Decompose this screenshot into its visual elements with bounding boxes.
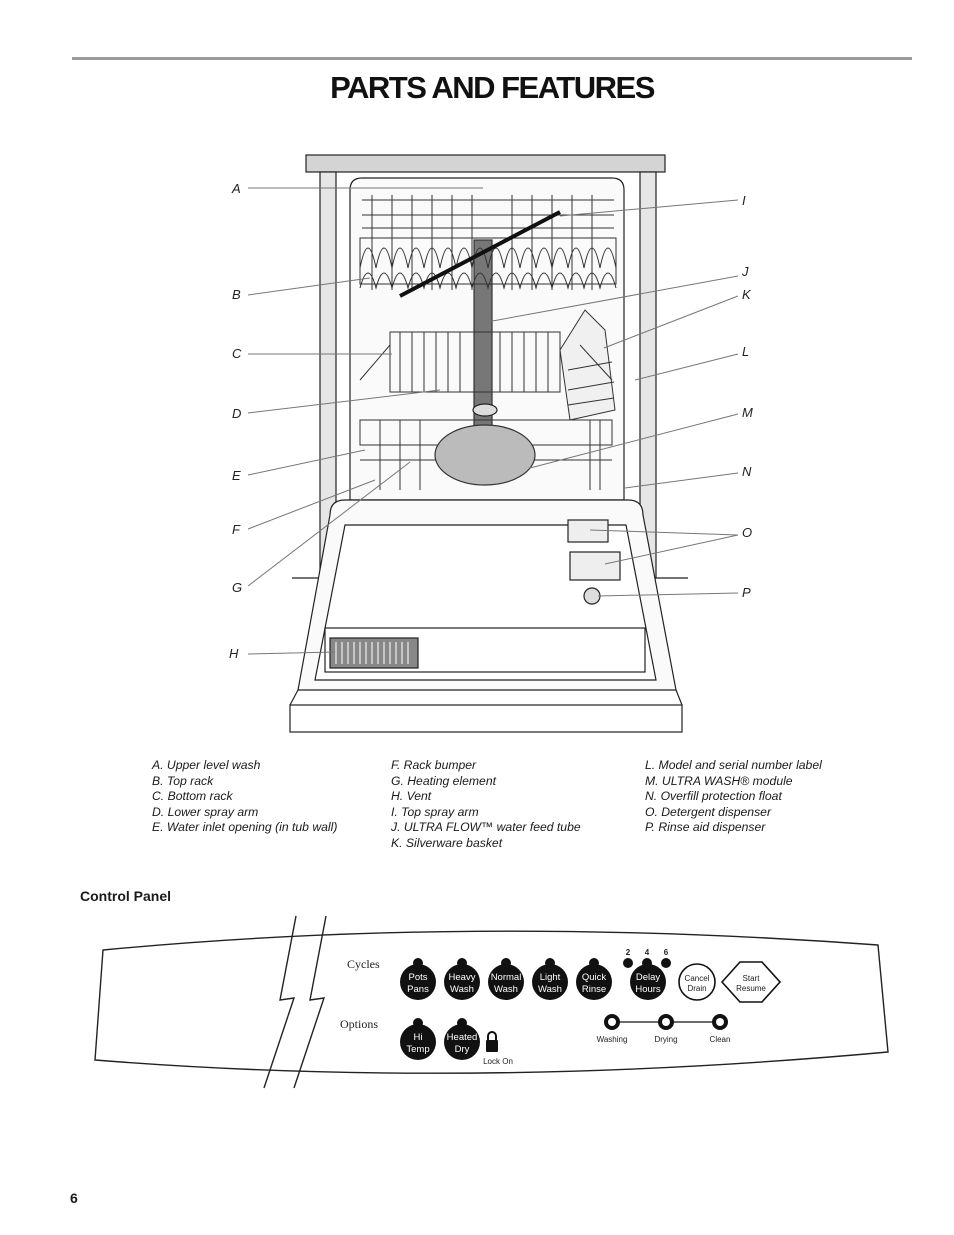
callout-l: L bbox=[742, 344, 749, 359]
callout-c: C bbox=[232, 346, 242, 361]
cycle-button-quick-rinse[interactable]: Quick Rinse bbox=[576, 958, 612, 1000]
legend-column-3: L. Model and serial number label M. ULTR… bbox=[645, 758, 822, 836]
svg-text:Drain: Drain bbox=[687, 984, 706, 993]
svg-text:Normal: Normal bbox=[491, 972, 522, 983]
option-button-heated-dry[interactable]: Heated Dry bbox=[444, 1018, 480, 1060]
delay-hours-indicators: 2 4 6 bbox=[623, 948, 671, 968]
svg-text:Wash: Wash bbox=[450, 984, 474, 995]
top-rack bbox=[359, 195, 617, 298]
callout-d: D bbox=[232, 406, 241, 421]
legend-column-1: A. Upper level wash B. Top rack C. Botto… bbox=[152, 758, 337, 836]
svg-text:Temp: Temp bbox=[406, 1044, 429, 1055]
cycles-label: Cycles bbox=[347, 957, 380, 971]
control-panel: Cycles Options Pots Pans Heavy Wash Norm… bbox=[94, 915, 889, 1089]
cycle-button-heavy-wash[interactable]: Heavy Wash bbox=[444, 958, 480, 1000]
svg-text:Delay: Delay bbox=[636, 972, 661, 983]
legend-item: O. Detergent dispenser bbox=[645, 804, 772, 819]
callout-f: F bbox=[232, 522, 241, 537]
callout-k: K bbox=[742, 287, 752, 302]
svg-text:Cancel: Cancel bbox=[685, 974, 710, 983]
cycle-button-delay-hours[interactable]: Delay Hours bbox=[630, 964, 666, 1000]
cycle-button-pots-pans[interactable]: Pots Pans bbox=[400, 958, 436, 1000]
svg-text:Pans: Pans bbox=[407, 984, 429, 995]
svg-text:Heated: Heated bbox=[447, 1032, 478, 1043]
legend-item: E. Water inlet opening (in tub wall) bbox=[152, 820, 338, 835]
legend-item: H. Vent bbox=[391, 789, 432, 804]
lock-icon bbox=[486, 1031, 498, 1052]
svg-text:Hours: Hours bbox=[635, 984, 661, 995]
callout-h: H bbox=[229, 646, 239, 661]
legend-item: N. Overfill protection float bbox=[645, 789, 782, 804]
cycle-button-light-wash[interactable]: Light Wash bbox=[532, 958, 568, 1000]
callout-p: P bbox=[742, 585, 751, 600]
lock-on-label: Lock On bbox=[483, 1057, 513, 1066]
silverware-basket bbox=[559, 309, 616, 421]
callout-m: M bbox=[742, 405, 753, 420]
bottom-rack bbox=[359, 331, 613, 490]
dishwasher-illustration bbox=[289, 154, 688, 733]
callout-i: I bbox=[742, 193, 746, 208]
top-rule bbox=[72, 57, 912, 60]
control-panel-heading: Control Panel bbox=[80, 888, 172, 904]
callout-letters-right: I J K L M N O P bbox=[741, 193, 753, 600]
svg-text:Start: Start bbox=[743, 974, 761, 983]
callout-j: J bbox=[741, 264, 749, 279]
svg-text:Wash: Wash bbox=[494, 984, 518, 995]
cycle-button-normal-wash[interactable]: Normal Wash bbox=[488, 958, 524, 1000]
svg-text:4: 4 bbox=[645, 948, 650, 957]
svg-text:Hi: Hi bbox=[414, 1032, 423, 1043]
callout-n: N bbox=[742, 464, 752, 479]
callout-o: O bbox=[742, 525, 752, 540]
legend-item: I. Top spray arm bbox=[391, 804, 479, 819]
callout-g: G bbox=[232, 580, 242, 595]
option-button-hi-temp[interactable]: Hi Temp bbox=[400, 1018, 436, 1060]
legend-item: G. Heating element bbox=[391, 773, 497, 788]
legend-item: D. Lower spray arm bbox=[152, 804, 259, 819]
status-lights: Washing Drying Clean bbox=[597, 1014, 731, 1044]
callout-a: A bbox=[231, 181, 241, 196]
legend-item: A. Upper level wash bbox=[152, 758, 261, 772]
svg-text:2: 2 bbox=[626, 948, 631, 957]
svg-text:Wash: Wash bbox=[538, 984, 562, 995]
callout-leaders bbox=[247, 187, 739, 655]
page-number: 6 bbox=[70, 1190, 78, 1206]
legend-item: J. ULTRA FLOW™ water feed tube bbox=[391, 820, 581, 835]
callout-e: E bbox=[232, 468, 241, 483]
status-clean: Clean bbox=[710, 1035, 731, 1044]
svg-text:Resume: Resume bbox=[736, 984, 766, 993]
options-label: Options bbox=[340, 1017, 378, 1031]
page-title: PARTS AND FEATURES bbox=[330, 70, 655, 105]
legend-item: C. Bottom rack bbox=[152, 789, 233, 804]
callout-b: B bbox=[232, 287, 241, 302]
svg-text:Heavy: Heavy bbox=[449, 972, 476, 983]
svg-text:Dry: Dry bbox=[455, 1044, 470, 1055]
legend-item: P. Rinse aid dispenser bbox=[645, 820, 766, 835]
legend-column-2: F. Rack bumper G. Heating element H. Ven… bbox=[391, 758, 581, 852]
svg-text:Quick: Quick bbox=[582, 972, 607, 983]
callout-letters-left: A B C D E F G H bbox=[229, 181, 242, 661]
legend-item: K. Silverware basket bbox=[391, 835, 503, 850]
legend-item: B. Top rack bbox=[152, 773, 214, 788]
status-washing: Washing bbox=[597, 1035, 628, 1044]
svg-text:Light: Light bbox=[540, 972, 561, 983]
legend-item: M. ULTRA WASH® module bbox=[645, 773, 793, 788]
start-resume-button[interactable]: Start Resume bbox=[720, 961, 782, 1003]
svg-text:6: 6 bbox=[664, 948, 669, 957]
svg-text:Pots: Pots bbox=[408, 972, 427, 983]
status-drying: Drying bbox=[654, 1035, 677, 1044]
svg-text:Rinse: Rinse bbox=[582, 984, 606, 995]
legend-item: F. Rack bumper bbox=[391, 758, 477, 772]
legend-item: L. Model and serial number label bbox=[645, 758, 822, 772]
cancel-drain-button[interactable]: Cancel Drain bbox=[678, 963, 716, 1001]
